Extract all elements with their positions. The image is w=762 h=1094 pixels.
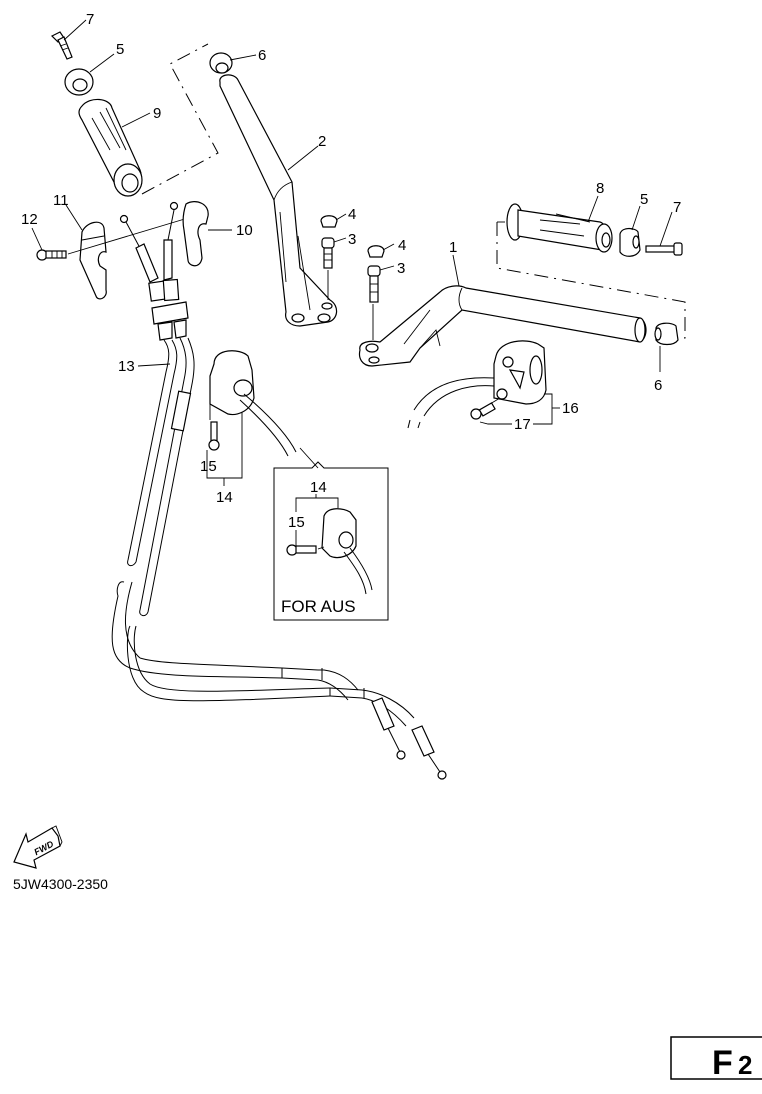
screw-axis-17	[489, 397, 501, 405]
callout-15-aus[interactable]: 15	[288, 514, 305, 531]
page-code-box: F 2	[670, 1036, 762, 1082]
callout-7-right[interactable]: 7	[673, 199, 681, 216]
callout-7[interactable]: 7	[86, 11, 94, 28]
cap-4-left[interactable]	[320, 215, 338, 228]
callout-3[interactable]: 3	[348, 231, 356, 248]
callout-13[interactable]: 13	[118, 358, 135, 375]
callout-4-right[interactable]: 4	[398, 237, 406, 254]
callout-15[interactable]: 15	[200, 458, 217, 475]
callout-4[interactable]: 4	[348, 206, 356, 223]
throttle-housing-11[interactable]	[79, 221, 107, 300]
bolt-3-left[interactable]	[321, 237, 335, 269]
leader-17	[479, 421, 512, 425]
leader-2	[287, 145, 319, 171]
screw-7-left[interactable]	[50, 31, 73, 60]
screw-7-right[interactable]	[645, 242, 683, 256]
leader-13	[137, 363, 171, 367]
diagram-code: 5JW4300-2350	[13, 876, 108, 892]
inset-label: FOR AUS	[281, 597, 356, 616]
weight-6-right[interactable]	[654, 322, 679, 346]
leader-4a	[335, 213, 347, 221]
group-bracket-right	[496, 222, 686, 339]
grip-end-5-left[interactable]	[64, 68, 94, 96]
leader-5b	[631, 205, 641, 231]
leader-4b	[382, 243, 395, 251]
page-code: F	[712, 1044, 733, 1082]
screw-15-aus[interactable]	[286, 544, 317, 556]
bolt-3-right[interactable]	[367, 265, 381, 303]
leader-9	[121, 112, 151, 128]
bracket-14	[206, 412, 243, 479]
callout-3-right[interactable]: 3	[397, 260, 405, 277]
leader-6a	[229, 54, 257, 61]
fwd-arrow-icon: FWD	[13, 825, 63, 869]
screw-12[interactable]	[36, 249, 67, 261]
handlebar-2-left[interactable]	[219, 74, 338, 327]
throttle-cable-ends	[119, 201, 189, 341]
grip-end-5-right[interactable]	[619, 227, 641, 257]
callout-10[interactable]: 10	[236, 222, 253, 239]
leader-7a	[63, 19, 87, 41]
callout-6[interactable]: 6	[258, 47, 266, 64]
screw-15[interactable]	[208, 421, 220, 451]
leader-8	[587, 195, 599, 223]
callout-6-right[interactable]: 6	[654, 377, 662, 394]
callout-1[interactable]: 1	[449, 239, 457, 256]
callout-2[interactable]: 2	[318, 133, 326, 150]
weight-6-left[interactable]	[209, 52, 233, 74]
handlebar-switch-14-aus[interactable]	[321, 508, 373, 595]
page-code-sub: 2	[738, 1050, 752, 1080]
callout-14[interactable]: 14	[216, 489, 233, 506]
callout-11[interactable]: 11	[53, 192, 69, 209]
callout-16[interactable]: 16	[562, 400, 579, 417]
screw-axis-12	[67, 217, 189, 255]
cap-4-right[interactable]	[367, 245, 385, 258]
screw-17[interactable]	[470, 402, 496, 420]
leader-5a	[89, 53, 115, 73]
callout-12[interactable]: 12	[21, 211, 38, 228]
callout-17[interactable]: 17	[514, 416, 531, 433]
leader-12	[31, 227, 43, 251]
callout-5-right[interactable]: 5	[640, 191, 648, 208]
bracket-16	[533, 393, 553, 425]
callout-5[interactable]: 5	[116, 41, 124, 58]
callout-14-aus[interactable]: 14	[310, 479, 327, 496]
handlebar-switch-14[interactable]	[209, 350, 297, 457]
throttle-housing-10[interactable]	[182, 201, 209, 267]
leader-3a	[333, 237, 347, 243]
group-bracket-left	[141, 43, 219, 195]
leader-3b	[379, 265, 395, 271]
leader-11	[65, 204, 83, 231]
throttle-grip-9[interactable]	[78, 98, 143, 197]
callout-9[interactable]: 9	[153, 105, 161, 122]
leader-7b	[659, 211, 673, 247]
callout-8[interactable]: 8	[596, 180, 604, 197]
handlebar-switch-16[interactable]	[407, 340, 547, 429]
handlebar-1-right[interactable]	[358, 285, 647, 367]
leader-1	[452, 254, 460, 287]
inset-for-aus: 14 15 FOR AUS	[273, 461, 389, 621]
throttle-cable-13[interactable]	[111, 337, 447, 780]
grip-8[interactable]	[506, 203, 613, 253]
